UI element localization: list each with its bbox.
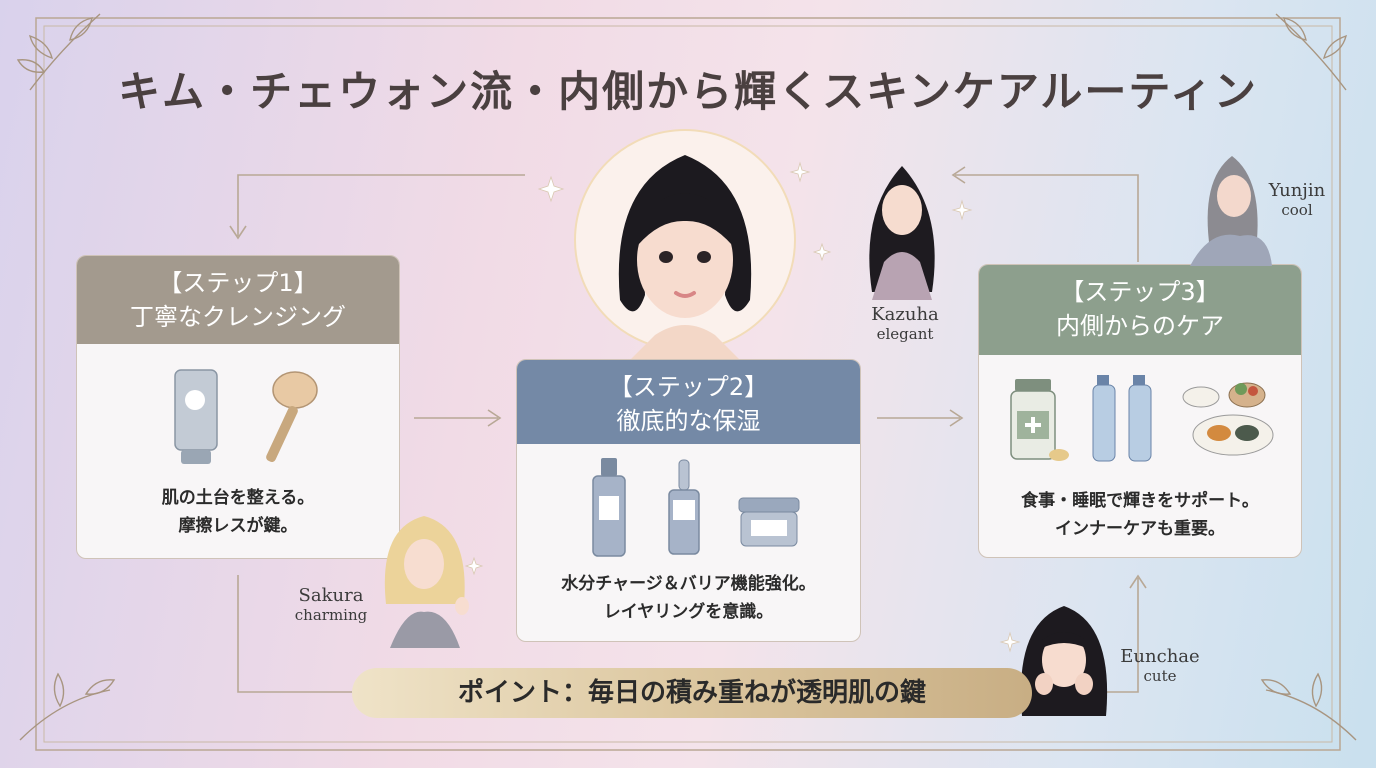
corner-leaf-icon xyxy=(16,13,1357,741)
eunchae-portrait-illustration xyxy=(1020,606,1108,716)
step2-card: 【ステップ2】 徹底的な保湿 水分チャージ＆バリア機能強化。 レイヤリングを意識… xyxy=(516,359,861,642)
step1-desc-line2: 摩擦レスが鍵。 xyxy=(178,516,298,536)
point-banner: ポイント：毎日の積み重ねが透明肌の鍵 xyxy=(352,668,1032,718)
kazuha-name: Kazuha xyxy=(871,304,939,325)
yunjin-name: Yunjin xyxy=(1268,180,1326,201)
step2-label: 【ステップ2】 xyxy=(608,373,769,401)
eunchae-tag: cute xyxy=(1143,667,1177,685)
step3-header: 【ステップ3】 内側からのケア xyxy=(979,265,1301,355)
step3-card: 【ステップ3】 内側からのケア 食事・睡眠で輝きをサポート。 インナーケアも重要… xyxy=(978,264,1302,558)
inner-care-icons xyxy=(1010,375,1274,462)
kazuha-tag: elegant xyxy=(876,325,934,343)
serum-dropper-bottle-icon xyxy=(668,459,700,555)
sakura-portrait-illustration xyxy=(384,516,469,648)
page-title: キム・チェウォン流・内側から輝くスキンケアルーティン xyxy=(118,67,1258,116)
kazuha-portrait-illustration xyxy=(869,166,935,300)
step3-desc-line2: インナーケアも重要。 xyxy=(1055,519,1225,539)
kazuha-name-tag: Kazuha elegant xyxy=(860,304,950,343)
moisturizing-products-icons xyxy=(592,458,800,557)
yunjin-tag: cool xyxy=(1281,201,1313,219)
step2-header: 【ステップ2】 徹底的な保湿 xyxy=(517,360,860,444)
toner-bottle-icon xyxy=(592,458,626,557)
step2-heading: 徹底的な保湿 xyxy=(616,407,761,435)
step1-card: 【ステップ1】 丁寧なクレンジング 肌の土台を整える。 摩擦レスが鍵。 xyxy=(76,255,400,559)
step1-header: 【ステップ1】 丁寧なクレンジング xyxy=(77,256,399,344)
sakura-name-tag: Sakura charming xyxy=(286,585,376,624)
step1-heading: 丁寧なクレンジング xyxy=(130,303,346,331)
cleansing-foam-tube-icon xyxy=(174,369,218,464)
central-portrait-illustration xyxy=(574,129,796,360)
water-bottles-icon xyxy=(1092,375,1152,462)
step2-desc-line2: レイヤリングを意識。 xyxy=(603,602,774,622)
cleansing-products-icons xyxy=(174,369,318,464)
step3-desc-line1: 食事・睡眠で輝きをサポート。 xyxy=(1021,491,1259,511)
sparkle-icons xyxy=(464,161,1021,653)
step3-label: 【ステップ3】 xyxy=(1060,278,1220,306)
yunjin-portrait-illustration xyxy=(1190,156,1272,266)
step1-desc-line1: 肌の土台を整える。 xyxy=(161,488,315,508)
eunchae-name: Eunchae xyxy=(1120,646,1200,667)
step3-heading: 内側からのケア xyxy=(1056,312,1224,340)
step2-desc-line1: 水分チャージ＆バリア機能強化。 xyxy=(561,574,816,594)
yunjin-name-tag: Yunjin cool xyxy=(1262,180,1332,219)
sakura-name: Sakura xyxy=(298,585,364,606)
step1-label: 【ステップ1】 xyxy=(158,269,318,297)
eunchae-name-tag: Eunchae cute xyxy=(1112,646,1208,685)
sakura-tag: charming xyxy=(294,606,368,624)
cream-jar-icon xyxy=(738,497,800,547)
face-brush-icon xyxy=(266,371,318,462)
supplement-bottle-icon xyxy=(1010,379,1069,461)
healthy-meal-icon xyxy=(1182,382,1274,456)
